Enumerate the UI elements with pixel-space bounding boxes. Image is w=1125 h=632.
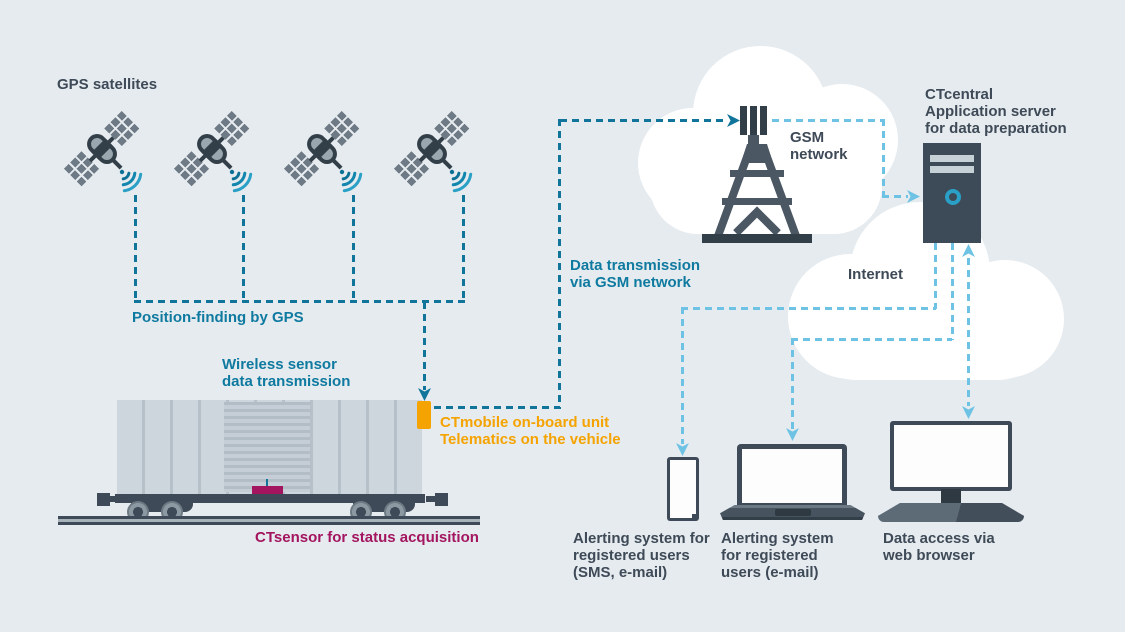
laptop-label-line3: users (e-mail) <box>721 564 819 581</box>
desktop-icon <box>878 419 1024 523</box>
wifi-signal-icon <box>449 169 473 193</box>
laptop-icon <box>720 442 865 522</box>
gsm-cloud-label-line1: GSM <box>790 129 825 146</box>
server-icon <box>923 143 981 243</box>
ctcentral-label-line1: CTcentral <box>925 86 994 103</box>
ctcentral-label-line2: Application server <box>925 103 1056 120</box>
laptop-label-line2: for registered <box>721 547 818 564</box>
arrow-icon-into-server-bottom <box>962 244 975 257</box>
server-desktop-line <box>967 258 970 406</box>
gps-line-sat3 <box>352 195 355 301</box>
internet-cloud-icon <box>788 202 1066 384</box>
satellite-icon <box>276 103 368 195</box>
arrow-icon-into-laptop <box>786 428 799 441</box>
ctmobile-label-line1: CTmobile on-board unit <box>440 414 610 431</box>
server-laptop-line-v2 <box>791 338 794 429</box>
gsm-path-v <box>558 119 561 409</box>
rail-track <box>58 522 480 525</box>
gps-satellites-label: GPS satellites <box>57 76 158 93</box>
phone-label-line2: registered users <box>573 547 690 564</box>
satellite-icon <box>166 103 258 195</box>
wifi-signal-icon <box>119 169 143 193</box>
server-phone-line-v1 <box>934 243 937 309</box>
server-laptop-line-v1 <box>951 243 954 340</box>
desktop-label-line1: Data access via <box>883 530 995 547</box>
wifi-signal-icon <box>229 169 253 193</box>
laptop-label-line1: Alerting system <box>721 530 834 547</box>
car-door <box>224 402 310 492</box>
gps-line-sat2 <box>242 195 245 301</box>
tower-server-line-h1 <box>772 119 884 122</box>
gsm-path-h2 <box>560 119 727 122</box>
server-phone-line-v2 <box>681 307 684 444</box>
rail-track <box>58 516 480 519</box>
tower-server-line-v <box>882 119 885 197</box>
arrow-icon-into-phone <box>676 443 689 456</box>
gsm-path-h1 <box>434 406 560 409</box>
satellite-icon <box>386 103 478 195</box>
wireless-sensor-label-line2: data transmission <box>222 373 351 390</box>
arrow-icon-into-server <box>907 190 920 203</box>
server-laptop-line-h <box>791 338 952 341</box>
gsm-transmission-label-line1: Data transmission <box>570 257 701 274</box>
gps-line-sat1 <box>134 195 137 301</box>
gsm-tower-icon <box>702 106 812 243</box>
smartphone-icon <box>667 457 699 521</box>
ctmobile-label-line2: Telematics on the vehicle <box>440 431 621 448</box>
power-led-icon <box>945 189 961 205</box>
gps-line-bus <box>134 300 465 303</box>
gsm-transmission-label-line2: via GSM network <box>570 274 691 291</box>
onboard-unit-icon <box>417 401 431 429</box>
gsm-cloud-label-line2: network <box>790 146 848 163</box>
gps-line-to-vehicle <box>423 302 426 390</box>
internet-label: Internet <box>848 266 904 283</box>
phone-label-line3: (SMS, e-mail) <box>573 564 668 581</box>
arrow-icon-into-desktop <box>962 406 975 419</box>
position-finding-label: Position-finding by GPS <box>132 309 304 326</box>
wifi-signal-icon <box>339 169 363 193</box>
satellite-icon <box>56 103 148 195</box>
gps-line-sat4 <box>462 195 465 302</box>
tower-server-line-h2 <box>882 195 908 198</box>
ctsensor-label: CTsensor for status acquisition <box>255 529 479 546</box>
freight-car-icon <box>95 396 450 528</box>
desktop-label-line2: web browser <box>883 547 975 564</box>
wireless-sensor-label-line1: Wireless sensor <box>222 356 337 373</box>
phone-label-line1: Alerting system for <box>573 530 710 547</box>
server-phone-line-h <box>681 307 936 310</box>
rail-track <box>58 519 480 522</box>
ctcentral-label-line3: for data preparation <box>925 120 1067 137</box>
